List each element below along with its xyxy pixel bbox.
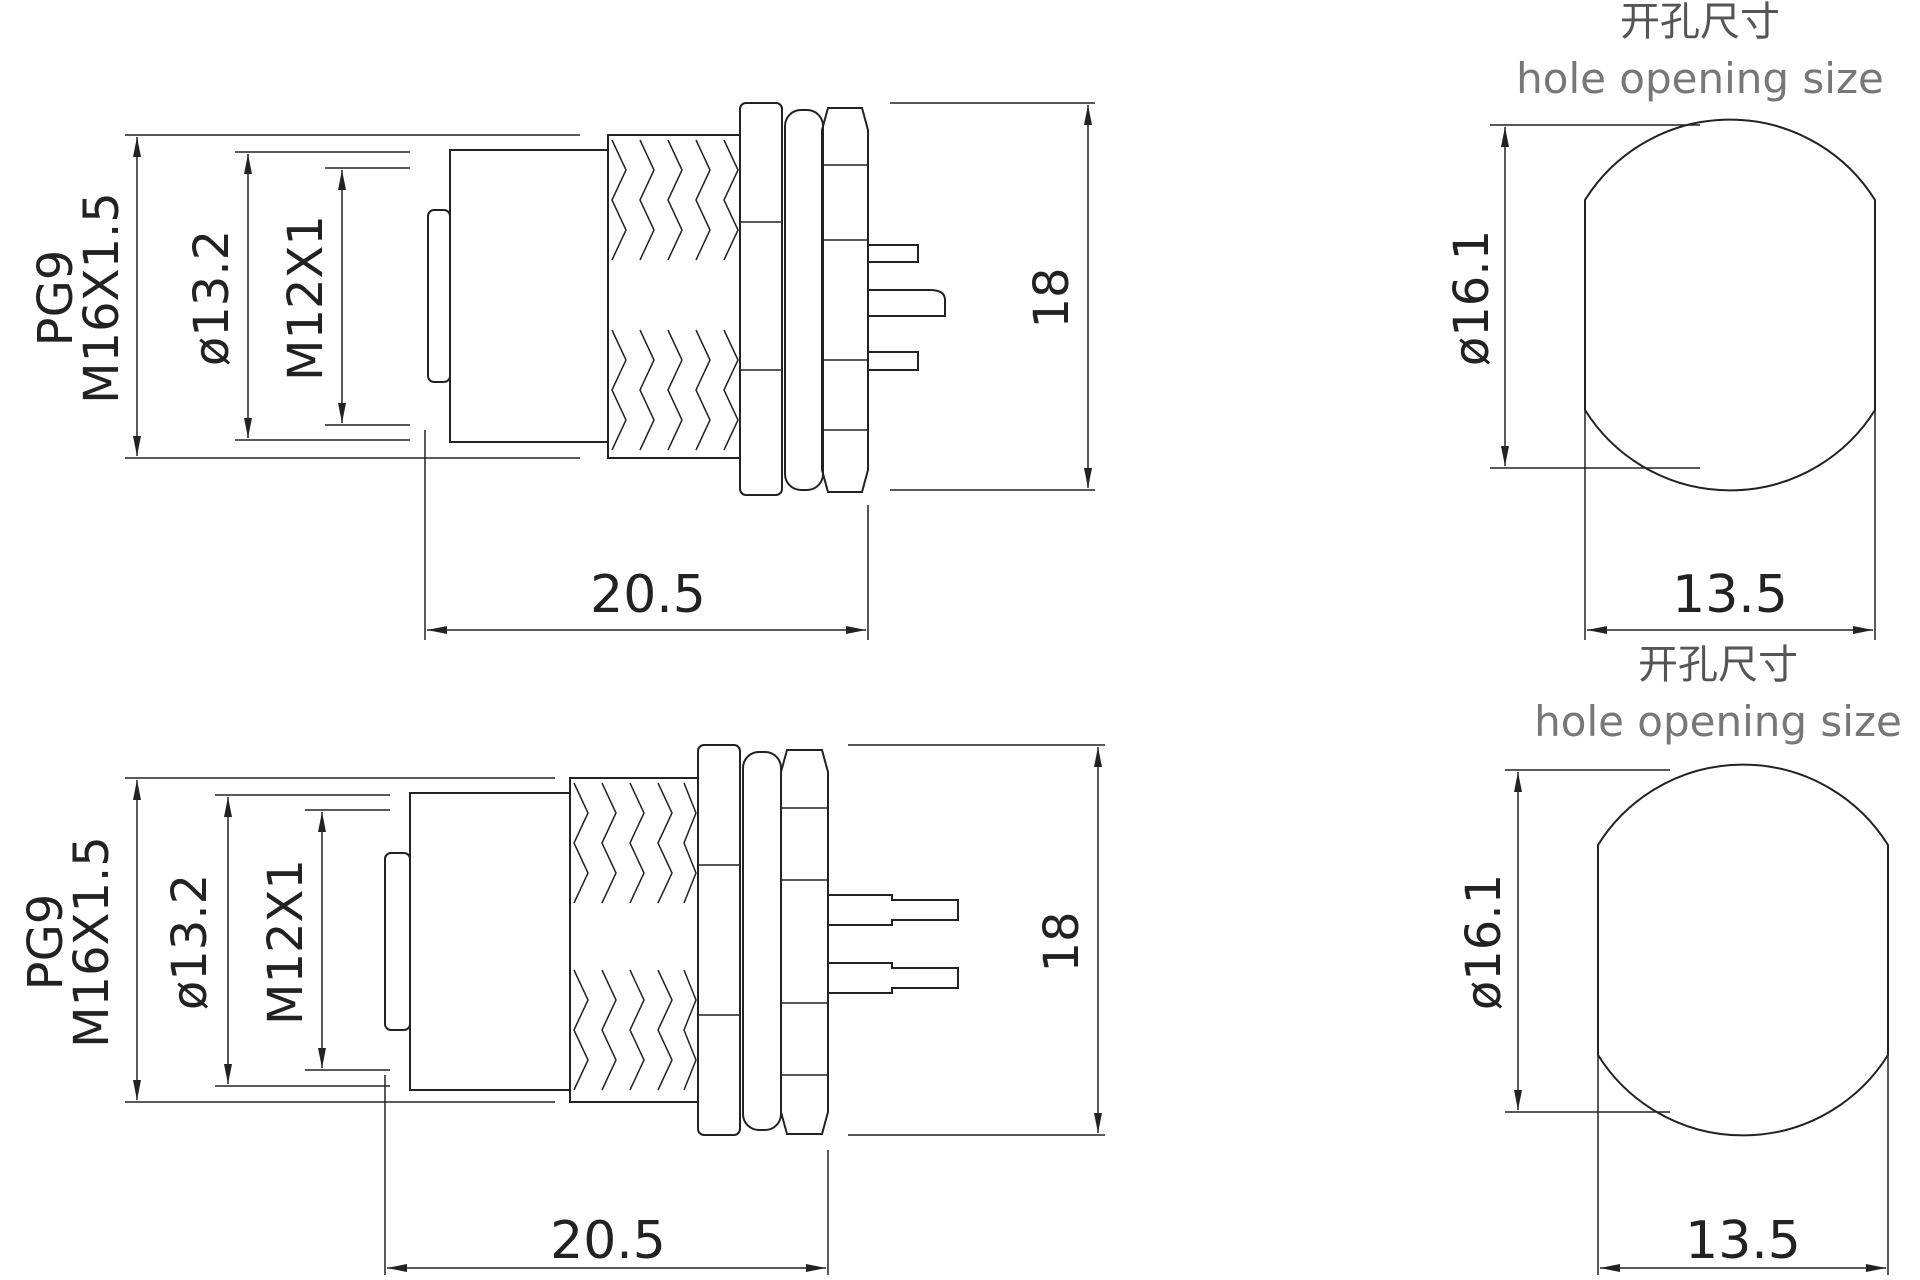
hole-flat-label: 13.5: [1672, 565, 1788, 625]
hole-opening-view-1: 开孔尺寸 hole opening size ø16.1 13.5: [1444, 0, 1884, 640]
body-diameter-label: ø13.2: [184, 230, 240, 366]
thread-m12-label: M12X1: [278, 215, 334, 381]
hole-title-cn: 开孔尺寸: [1620, 0, 1780, 45]
thread-pg-label-2: PG9: [18, 894, 74, 991]
hole-diameter-label: ø16.1: [1444, 230, 1500, 366]
height-label: 18: [1024, 267, 1080, 328]
hole-title-en-2: hole opening size: [1534, 697, 1902, 746]
thread-pattern: [611, 139, 739, 451]
thread-m12-label-2: M12X1: [258, 859, 314, 1025]
length-label: 20.5: [590, 565, 706, 625]
body-diameter-label-2: ø13.2: [162, 874, 218, 1010]
thread-pattern-2: [573, 782, 697, 1091]
hole-diameter-label-2: ø16.1: [1456, 874, 1512, 1010]
hole-title-en: hole opening size: [1516, 54, 1884, 103]
thread-m16-label-2: M16X1.5: [64, 836, 120, 1048]
connector-side-view-2: PG9 M16X1.5 ø13.2 M12X1 18 20.5: [18, 744, 1105, 1275]
thread-pg-label: PG9: [28, 250, 84, 347]
thread-m16-label: M16X1.5: [74, 192, 130, 404]
connector-side-view-1: PG9 M16X1.5 ø13.2 M12X1 18 20.5: [28, 102, 1095, 640]
length-label-2: 20.5: [550, 1211, 666, 1271]
hole-flat-label-2: 13.5: [1685, 1211, 1801, 1271]
height-label-2: 18: [1034, 911, 1090, 972]
hole-title-cn-2: 开孔尺寸: [1638, 642, 1798, 688]
hole-opening-view-2: 开孔尺寸 hole opening size ø16.1 13.5: [1456, 642, 1902, 1275]
